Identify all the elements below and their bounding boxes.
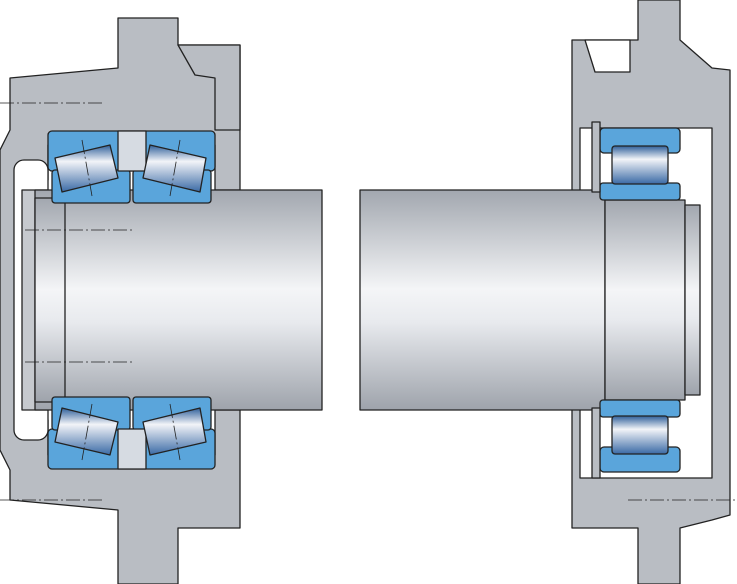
roller — [54, 407, 119, 456]
left-bearing-spacer — [117, 130, 147, 172]
roller — [54, 144, 119, 193]
roller-axis — [169, 403, 181, 461]
housing-cover-top — [177, 44, 241, 131]
left-bearing-spacer — [117, 428, 147, 470]
right-shaft-journal — [604, 199, 686, 401]
right-bearing-bottom-inner-ring — [599, 399, 681, 418]
right-housing-groove — [584, 39, 631, 73]
roller-axis — [81, 403, 93, 461]
locating-ring — [591, 121, 601, 193]
roller-axis — [169, 139, 181, 197]
roller — [142, 144, 207, 193]
right-shaft — [359, 189, 606, 411]
roller — [611, 415, 669, 455]
locating-ring — [591, 407, 601, 479]
roller-axis — [81, 139, 93, 197]
roller — [611, 145, 669, 185]
left-shaft-end — [34, 197, 66, 403]
roller — [142, 407, 207, 456]
left-shaft — [34, 189, 323, 411]
right-bearing-top-inner-ring — [599, 182, 681, 201]
right-shaft-end — [684, 204, 701, 396]
